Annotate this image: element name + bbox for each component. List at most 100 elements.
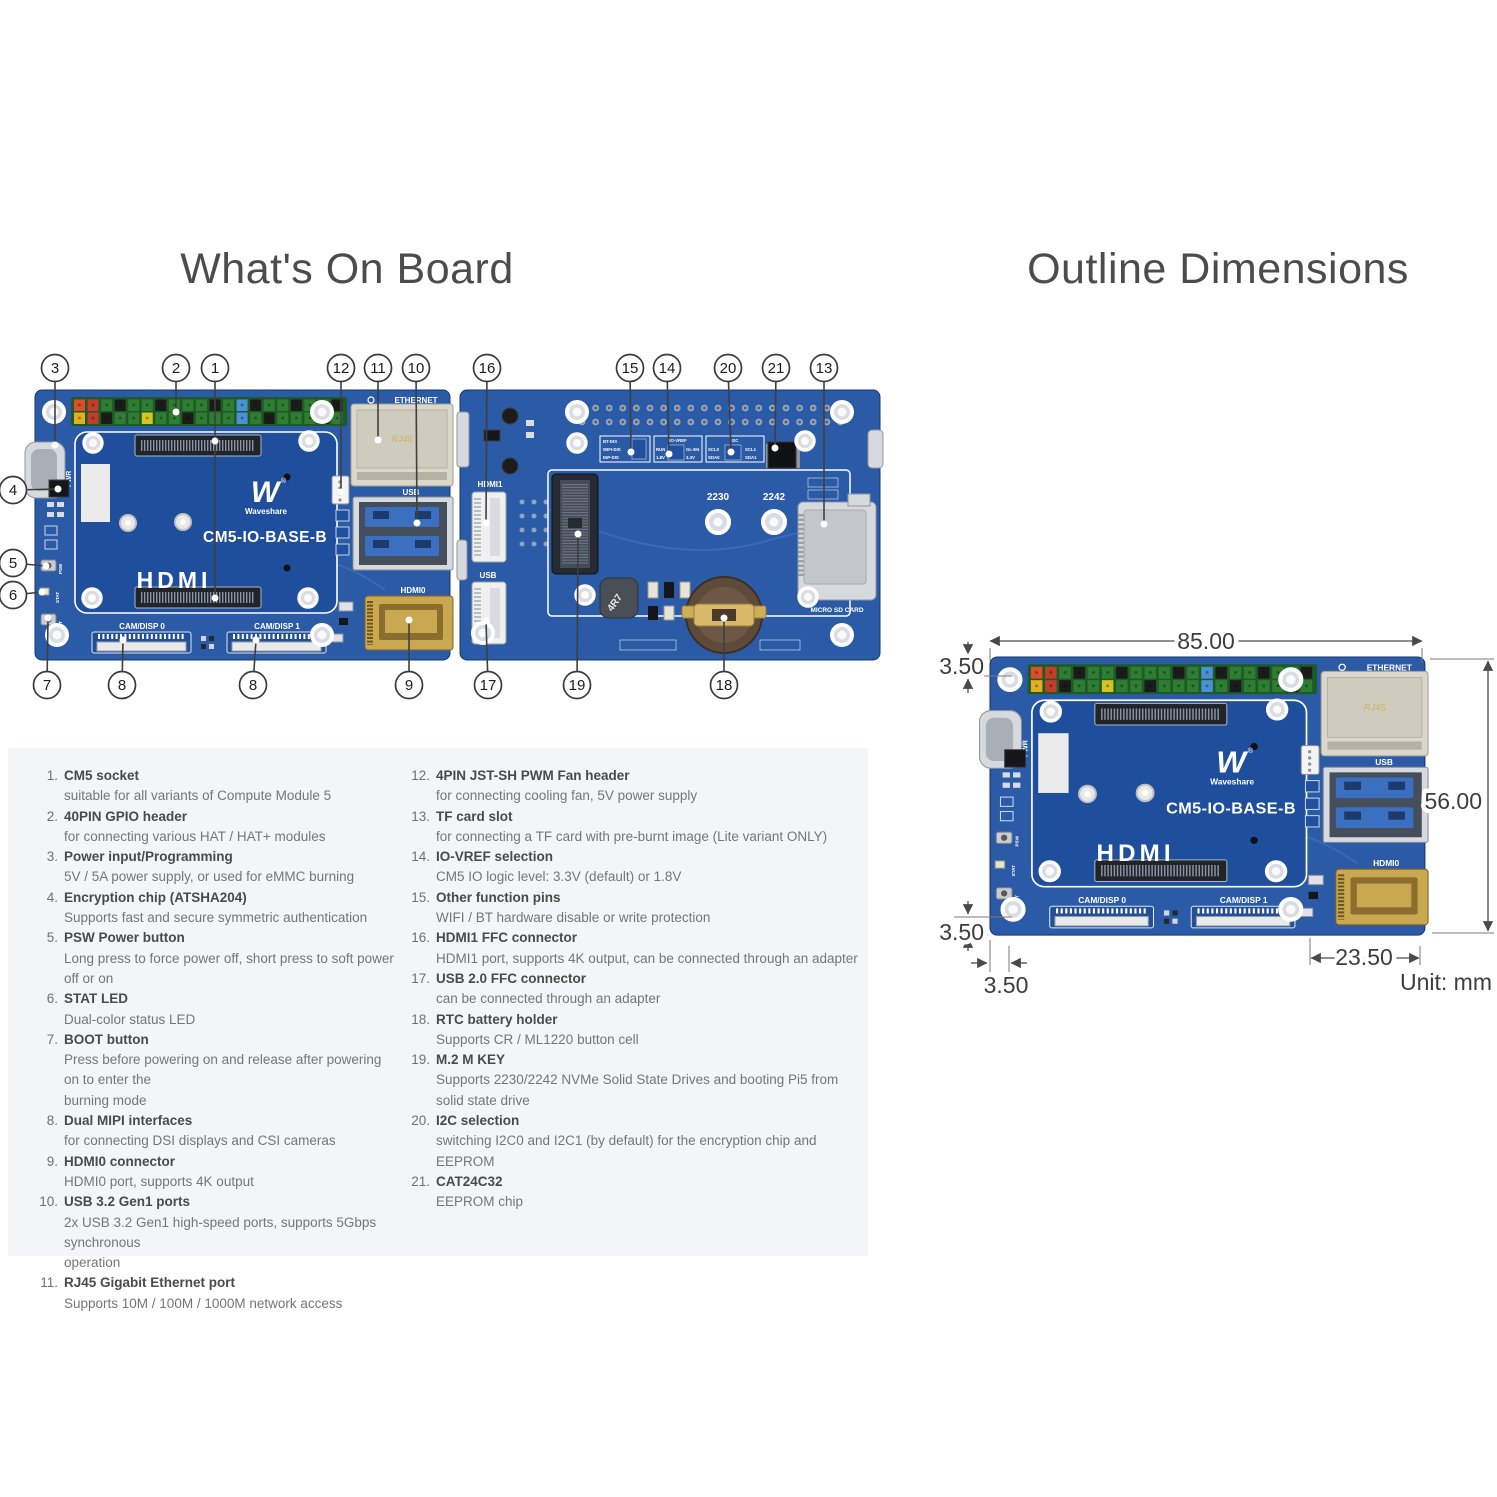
callout-8 xyxy=(238,670,268,700)
callout-3 xyxy=(40,353,70,383)
svg-text:SCL0: SCL0 xyxy=(708,447,720,452)
svg-text:INP-DIS: INP-DIS xyxy=(603,455,619,460)
svg-text:6: 6 xyxy=(9,587,17,604)
dim-height: 56.00 xyxy=(1424,788,1482,814)
outline-dimensions-title: Outline Dimensions xyxy=(1027,245,1409,293)
svg-text:9: 9 xyxy=(405,677,413,694)
svg-text:13: 13 xyxy=(816,360,833,377)
cat24c32-chip xyxy=(766,441,800,469)
svg-text:8: 8 xyxy=(118,677,126,694)
chip xyxy=(483,429,501,442)
list-item: 4.Encryption chip (ATSHA204)Supports fas… xyxy=(46,889,368,926)
micro-sd-label: MICRO SD CARD xyxy=(810,607,863,614)
back-board-view: BT-DIS WIFI-DIS INP-DIS IO-VREF RUN 1.8V… xyxy=(456,389,884,661)
svg-text:RUN: RUN xyxy=(656,447,665,452)
callout-17 xyxy=(473,670,503,700)
edge-connector xyxy=(456,411,470,468)
callout-19 xyxy=(562,670,592,700)
callout-8 xyxy=(107,670,137,700)
callout-6 xyxy=(0,580,28,610)
ssd-standoffs xyxy=(705,509,787,535)
callout-16 xyxy=(472,353,502,383)
micro-sd-slot xyxy=(797,493,877,601)
inductor-4r7: 4R7 xyxy=(599,577,639,619)
svg-text:17: 17 xyxy=(480,677,497,694)
svg-text:GL-EN: GL-EN xyxy=(686,447,699,452)
svg-text:18: 18 xyxy=(716,677,733,694)
usb-c-back xyxy=(867,429,884,469)
callout-5 xyxy=(0,548,28,578)
dim-left-margin: 3.50 xyxy=(984,972,1029,998)
svg-text:7: 7 xyxy=(43,677,51,694)
svg-text:BT-DIS: BT-DIS xyxy=(603,439,617,444)
svg-text:3: 3 xyxy=(51,360,59,377)
svg-text:3.3V: 3.3V xyxy=(686,455,695,460)
svg-text:5: 5 xyxy=(9,555,17,572)
callout-10 xyxy=(401,353,431,383)
svg-text:SCL1: SCL1 xyxy=(745,447,757,452)
svg-text:8: 8 xyxy=(249,677,257,694)
callout-18 xyxy=(709,670,739,700)
hdmi1-ffc-connector xyxy=(471,491,507,563)
svg-text:16: 16 xyxy=(479,360,496,377)
svg-text:14: 14 xyxy=(659,360,676,377)
svg-text:11: 11 xyxy=(370,360,386,377)
svg-text:10: 10 xyxy=(408,360,425,377)
callout-9 xyxy=(394,670,424,700)
callout-1 xyxy=(200,353,230,383)
svg-text:SDA1: SDA1 xyxy=(745,455,757,460)
unit-label: Unit: mm xyxy=(1400,969,1492,995)
dim-hdmi-offset: 23.50 xyxy=(1335,944,1393,970)
callout-21 xyxy=(761,353,791,383)
dim-width: 85.00 xyxy=(1177,628,1235,654)
dim-bottom-margin: 3.50 xyxy=(939,919,984,945)
back-mounting-holes xyxy=(471,400,854,647)
callout-15 xyxy=(615,353,645,383)
callout-2 xyxy=(161,353,191,383)
front-board-view xyxy=(25,390,453,660)
callout-14 xyxy=(652,353,682,383)
callout-12 xyxy=(326,353,356,383)
passives xyxy=(619,581,801,651)
hdmi1-label: HDMI1 xyxy=(478,480,503,489)
outline-board-view xyxy=(980,657,1429,935)
2242-label: 2242 xyxy=(763,492,786,503)
svg-text:2: 2 xyxy=(172,360,180,377)
svg-text:19: 19 xyxy=(569,677,586,694)
function-pin-boxes: BT-DIS WIFI-DIS INP-DIS IO-VREF RUN 1.8V… xyxy=(599,435,765,463)
callout-13 xyxy=(809,353,839,383)
capacitor xyxy=(501,457,519,475)
callout-7 xyxy=(32,670,62,700)
svg-text:IO-VREF: IO-VREF xyxy=(669,438,687,443)
svg-text:I2C: I2C xyxy=(732,438,739,443)
svg-text:WIFI-DIS: WIFI-DIS xyxy=(603,447,621,452)
capacitor xyxy=(501,407,519,425)
callout-20 xyxy=(713,353,743,383)
svg-text:1.8V: 1.8V xyxy=(656,455,665,460)
whats-on-board-title: What's On Board xyxy=(180,245,514,293)
